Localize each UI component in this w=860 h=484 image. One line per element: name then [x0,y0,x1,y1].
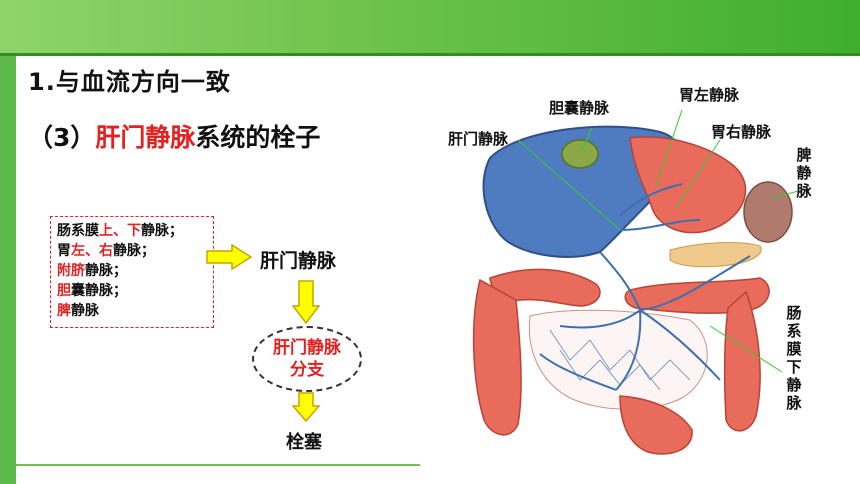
list-item: 肠系膜上、下静脉； [57,221,207,241]
portal-vein-anatomy-label: 肝门静脉 [448,130,509,148]
list-highlight: 左、右 [71,243,113,259]
subheading-suffix: 系统的栓子 [195,123,321,152]
list-highlight: 上、下 [99,223,141,239]
portal-vein-label: 肝门静脉 [260,250,337,272]
arrow-right-icon [206,244,252,270]
subheading-highlight: 肝门静脉 [95,123,196,152]
portal-branch-label: 肝门静脉分支 [273,338,341,380]
splenic-vein-label: 脾静脉 [796,146,812,200]
banner-rim [0,53,860,56]
arrow-down-icon [292,392,320,422]
list-item: 脾静脉 [57,301,207,321]
list-text: 胃 [57,243,71,259]
slide-heading: 1.与血流方向一致 [28,68,231,96]
subheading-prefix: （3） [28,123,96,152]
right-gastric-vein-label: 胃右静脉 [711,123,772,141]
list-item: 附脐静脉； [57,261,207,281]
list-item: 胆囊静脉； [57,281,207,301]
header-banner [0,0,860,56]
list-item: 胃左、右静脉； [57,241,207,261]
inferior-mesenteric-vein-label: 肠系膜下静脉 [786,304,802,412]
list-highlight: 附脐 [57,263,85,279]
list-text: 静脉 [71,303,99,319]
left-accent-bar [0,56,16,484]
gallbladder-vein-label: 胆囊静脉 [549,99,610,117]
list-highlight: 胆 [57,283,71,299]
slide-subheading: （3）肝门静脉系统的栓子 [28,118,320,154]
portal-system-illustration [420,80,860,468]
list-text: 囊静脉； [71,283,127,299]
embolism-label: 栓塞 [286,432,322,453]
list-text: 静脉； [85,263,127,279]
left-gastric-vein-label: 胃左静脉 [679,86,740,104]
portal-branch-oval: 肝门静脉分支 [252,326,362,392]
list-text: 肠系膜 [57,223,99,239]
list-text: 静脉； [141,223,183,239]
arrow-down-icon [292,280,320,324]
list-text: 静脉； [113,243,155,259]
list-highlight: 脾 [57,303,71,319]
source-veins-box: 肠系膜上、下静脉； 胃左、右静脉； 附脐静脉； 胆囊静脉； 脾静脉 [50,216,214,328]
